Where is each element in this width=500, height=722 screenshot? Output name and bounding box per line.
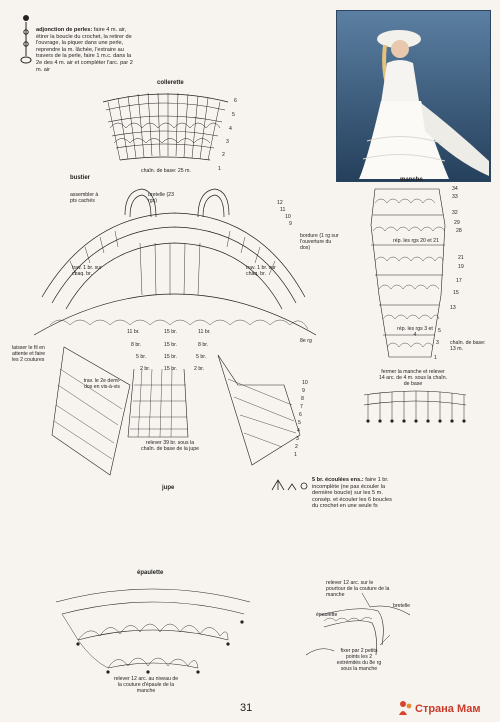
collar-title: collerette <box>157 80 184 86</box>
sleeve-rep-20-21: rép. les rgs 20 et 21 <box>393 238 439 244</box>
beads-note-text: faire 4 m. air, étirer la boucle du croc… <box>36 27 133 73</box>
sleeve-base: chaîn. de base: 13 m. <box>450 340 486 352</box>
skirt-right-br-8: 8 br. <box>198 342 209 348</box>
skirt-title: jupe <box>162 485 175 491</box>
skirt-row-10: 10 <box>302 380 308 386</box>
skirt-row-1: 1 <box>294 452 297 458</box>
skirt-row-5: 5 <box>298 420 301 426</box>
sleeve-row-34: 34 <box>452 186 458 192</box>
epaulette-raise-note: relever 12 arc. au niveau de la couture … <box>113 676 179 694</box>
sleeve-close-note: fermer la manche et relever 14 arc. de 4… <box>378 369 448 387</box>
bodice-border-note: bordure (1 rg sur l'ouverture du dos) <box>300 233 339 251</box>
assembly-raise-note: relever 12 arc. sur le pourtour de la co… <box>326 580 390 598</box>
collar-row-4: 4 <box>229 126 232 132</box>
flow-note: 5 br. écoulées ens.: faire 1 br. incompl… <box>312 477 392 510</box>
sleeve-row-3: 3 <box>436 340 439 346</box>
sleeve-row-1: 1 <box>434 355 437 361</box>
assembly-epaulette-label: épaulette <box>316 612 338 618</box>
collar-row-3: 3 <box>226 139 229 145</box>
skirt-row-9: 9 <box>302 388 305 394</box>
skirt-left-br-11: 11 br. <box>127 329 140 335</box>
skirt-row-7: 7 <box>300 404 303 410</box>
five-stitch-symbol-icon <box>270 478 310 492</box>
watermark-text: Страна Мам <box>415 703 481 715</box>
bodice-left-note: laisser le fil en attente et faire les 2… <box>12 345 46 363</box>
collar-row-6: 6 <box>234 98 237 104</box>
bodice-work-left: trav. 1 br. sur chaq. br. <box>72 265 102 277</box>
sleeve-row-32: 32 <box>452 210 458 216</box>
beads-note-title: adjonction de perles: <box>36 27 93 33</box>
bodice-title: bustier <box>70 175 91 181</box>
assembly-diagram <box>305 592 411 656</box>
epaulette-diagram <box>55 588 251 674</box>
bodice-row-12: 12 <box>277 200 283 206</box>
skirt-half-back-note: trav. le 2e demi-dos en vis-à-vis <box>83 378 121 390</box>
skirt-right-br-2: 2 br. <box>194 366 205 372</box>
beads-note: adjonction de perles: faire 4 m. air, ét… <box>36 27 136 73</box>
skirt-raise-note: relever 39 br. sous la chaîn. de base de… <box>141 440 199 452</box>
assembly-strap-label: bretelle <box>393 603 411 609</box>
skirt-mid-br-15-b: 15 br. <box>164 342 177 348</box>
doll-photo <box>336 10 491 182</box>
sleeve-rep-3-4: rép. les rgs 3 et 4 <box>397 326 433 338</box>
skirt-row-3: 3 <box>296 436 299 442</box>
skirt-row-2: 2 <box>295 444 298 450</box>
sleeve-row-29: 29 <box>454 220 460 226</box>
sleeve-diagram <box>370 188 446 358</box>
sleeve-row-13: 13 <box>450 305 456 311</box>
bodice-strap-note: bretelle (23 rgs) <box>148 192 174 204</box>
skirt-mid-br-15-a: 15 br. <box>164 329 177 335</box>
sleeve-row-21: 21 <box>458 255 464 261</box>
bodice-row-11: 11 <box>280 207 286 213</box>
bodice-row-10: 10 <box>285 214 291 220</box>
sleeve-title: manche <box>400 177 423 183</box>
site-watermark: Страна Мам <box>395 697 495 717</box>
collar-row-1: 1 <box>218 166 221 172</box>
bodice-row-9: 9 <box>289 221 292 227</box>
skirt-row-6: 6 <box>299 412 302 418</box>
collar-diagram <box>102 92 229 161</box>
collar-row-2: 2 <box>222 152 225 158</box>
skirt-left-br-2: 2 br. <box>140 366 151 372</box>
bead-symbol-icon <box>18 12 34 72</box>
bodice-row-8: 8e rg <box>300 338 312 344</box>
epaulette-title: épaulette <box>137 570 164 576</box>
bodice-assemble-note: assembler à pts cachés <box>70 192 99 204</box>
sleeve-row-28: 28 <box>456 228 462 234</box>
family-logo-icon <box>399 701 412 715</box>
skirt-row-4: 4 <box>297 428 300 434</box>
sleeve-row-19: 19 <box>458 264 464 270</box>
skirt-mid-br-15-c: 15 br. <box>164 354 177 360</box>
skirt-left-br-5: 5 br. <box>136 354 147 360</box>
collar-row-5: 5 <box>232 112 235 118</box>
skirt-row-8: 8 <box>301 396 304 402</box>
skirt-mid-br-15-d: 15 br. <box>164 366 177 372</box>
skirt-left-br-8: 8 br. <box>131 342 142 348</box>
skirt-diagram <box>51 346 301 476</box>
assembly-fix-note: fixer par 2 petits points les 2 extrémit… <box>336 648 382 672</box>
flow-note-title: 5 br. écoulées ens.: <box>312 477 364 483</box>
bodice-diagram <box>33 188 317 336</box>
sleeve-row-33: 33 <box>452 194 458 200</box>
sleeve-row-15: 15 <box>453 290 459 296</box>
sleeve-ruffle-diagram <box>363 390 467 423</box>
sleeve-row-17: 17 <box>456 278 462 284</box>
skirt-right-br-11: 11 br. <box>198 329 211 335</box>
collar-base: chaîn. de base: 25 m. <box>141 168 191 174</box>
page-number: 31 <box>240 702 253 714</box>
sleeve-row-5: 5 <box>438 328 441 334</box>
flow-note-text: faire 1 br. incomplète (ne pas écouler l… <box>312 477 392 510</box>
skirt-right-br-5: 5 br. <box>196 354 207 360</box>
